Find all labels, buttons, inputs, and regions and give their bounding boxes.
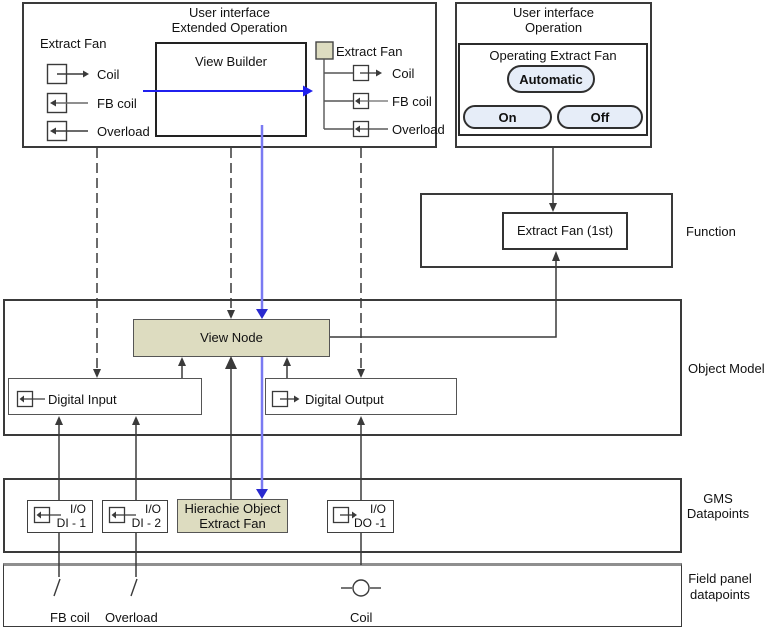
di1-io-label: I/O xyxy=(69,502,86,516)
operating-panel-title: Operating Extract Fan xyxy=(489,48,617,63)
fb-coil-field-label: FB coil xyxy=(50,610,90,625)
ui-operation-title-line2: Operation xyxy=(524,20,583,35)
digital-output-label: Digital Output xyxy=(305,392,384,407)
hierarchy-object-box: Hierachie Object Extract Fan xyxy=(177,499,288,533)
ui-operation-title-line1: User interface xyxy=(513,5,594,20)
overload-field-label: Overload xyxy=(105,610,158,625)
view-builder-label: View Builder xyxy=(194,54,268,69)
hierarchy-object-line2: Extract Fan xyxy=(199,516,266,531)
automatic-button[interactable]: Automatic xyxy=(507,65,595,93)
field-panel-layer-label-line1: Field panel xyxy=(688,571,752,586)
di2-io-label: I/O xyxy=(144,502,161,516)
coil-field-label: Coil xyxy=(350,610,373,625)
off-button[interactable]: Off xyxy=(557,105,643,129)
gms-layer-label-line1: GMS xyxy=(703,491,733,506)
fb-coil-left-label: FB coil xyxy=(97,96,137,111)
digital-output-box xyxy=(265,378,457,415)
di2-id-label: DI - 2 xyxy=(131,516,161,530)
overload-right-label: Overload xyxy=(392,122,445,137)
fb-coil-right-label: FB coil xyxy=(392,94,432,109)
di2-box xyxy=(102,500,168,533)
hierarchy-object-line1: Hierachie Object xyxy=(184,501,281,516)
view-node-label: View Node xyxy=(200,330,263,345)
extract-fan-1st-box: Extract Fan (1st) xyxy=(502,212,628,250)
digital-input-box xyxy=(8,378,202,415)
di1-id-label: DI - 1 xyxy=(56,516,86,530)
function-layer-label: Function xyxy=(686,224,736,239)
overload-left-label: Overload xyxy=(97,124,150,139)
digital-input-label: Digital Input xyxy=(48,392,117,407)
ui-extended-title-line2: Extended Operation xyxy=(171,20,288,35)
coil-right-label: Coil xyxy=(392,66,415,81)
view-builder-box: View Builder xyxy=(155,42,307,137)
field-panel-layer-label-line2: datapoints xyxy=(690,587,750,602)
extract-fan-left-label: Extract Fan xyxy=(40,36,107,51)
coil-left-label: Coil xyxy=(97,67,120,82)
object-model-layer-label: Object Model xyxy=(688,361,765,376)
extract-fan-1st-label: Extract Fan (1st) xyxy=(516,223,614,238)
field-panel-layer-box xyxy=(3,563,682,627)
ui-extended-title-line1: User interface xyxy=(189,5,270,20)
extract-fan-right-label: Extract Fan xyxy=(336,44,403,59)
do1-id-label: DO -1 xyxy=(353,516,386,530)
do1-io-label: I/O xyxy=(369,502,386,516)
gms-layer-label-line2: Datapoints xyxy=(686,506,750,521)
on-button[interactable]: On xyxy=(463,105,552,129)
view-node-box: View Node xyxy=(133,319,330,357)
object-model-layer-box xyxy=(3,299,682,436)
